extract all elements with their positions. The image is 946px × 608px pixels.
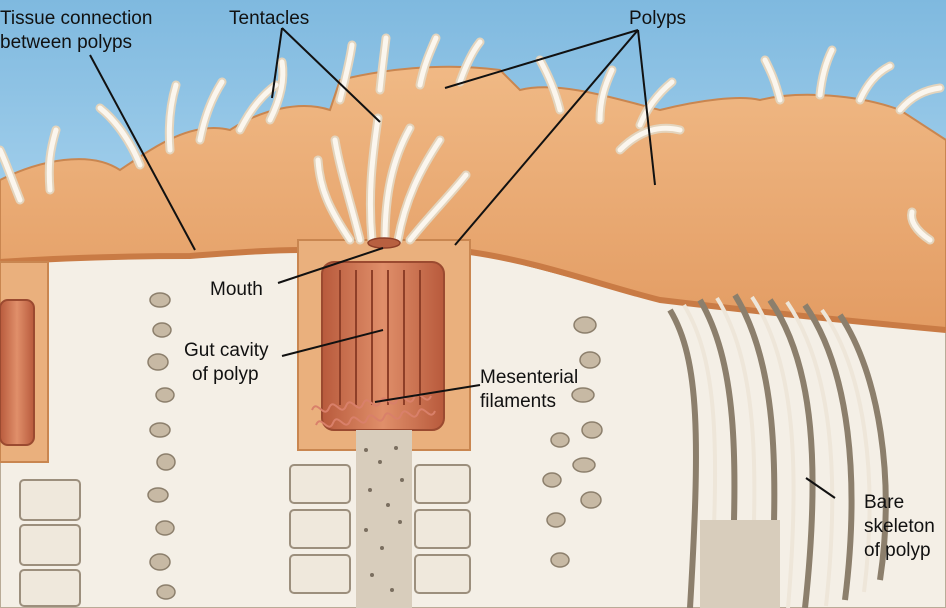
skeleton-chunks [147,292,603,600]
label-gut-cavity-1: Gut cavity [184,340,269,361]
label-bare-skeleton-2: skeleton [864,516,935,537]
mesentery-folds [339,270,421,405]
label-bare-skeleton-1: Bare [864,492,904,513]
central-skeleton-column [356,430,412,608]
label-mesenterial-2: filaments [480,391,556,412]
label-gut-cavity-2: of polyp [192,364,259,385]
leader-tentacles-a [271,27,283,99]
skeleton-plates [19,464,471,607]
left-gut-cavity [0,299,35,446]
skeleton-pores [364,446,404,592]
tissue-connection-band [0,247,301,265]
label-tissue-connection-2: between polyps [0,32,132,53]
tentacles-highlight [0,35,943,243]
leader-tissue-connection [89,54,196,251]
leader-lines [89,27,836,499]
tissue-connection-band-right [469,249,946,333]
label-bare-skeleton-3: of polyp [864,540,931,561]
label-mouth: Mouth [210,279,263,300]
leader-polyps-a [444,29,639,89]
leader-tentacles-b [281,27,381,123]
mesenterial-filaments [311,393,436,428]
label-mesenterial-1: Mesenterial [480,367,578,388]
label-tissue-connection-1: Tissue connection [0,8,152,29]
leader-mouth [277,247,384,284]
leader-bare-skeleton [805,477,836,499]
leader-gut-cavity [281,329,384,357]
label-polyps: Polyps [629,8,686,29]
polyp-mouth [367,237,401,249]
label-tentacles: Tentacles [229,8,309,29]
leader-polyps-c [637,29,656,186]
bare-skeleton-column [700,520,780,608]
leader-mesenterial [374,384,481,403]
leader-polyps-b [454,29,639,246]
